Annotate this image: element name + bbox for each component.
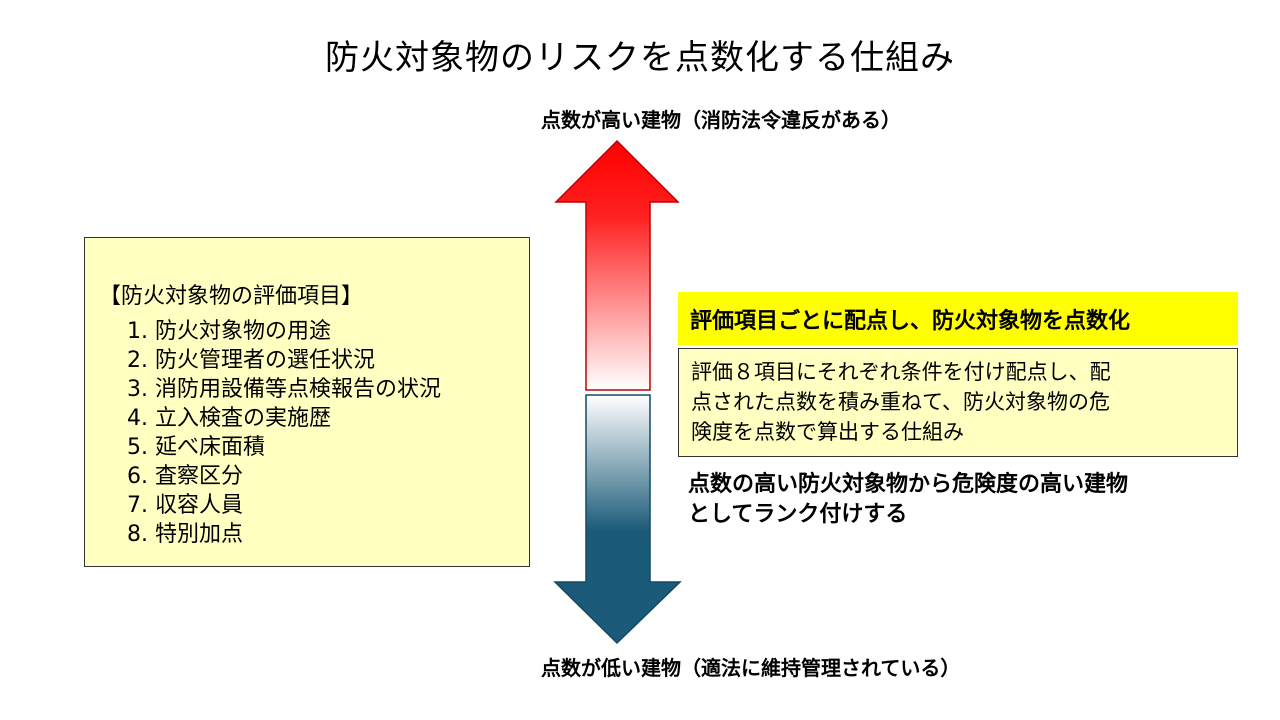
list-item: 6. 査察区分 <box>127 464 243 489</box>
list-item: 3. 消防用設備等点検報告の状況 <box>127 377 441 402</box>
down-arrow <box>553 394 682 645</box>
explanation-line: 評価８項目にそれぞれ条件を付け配点し、配 <box>691 360 1111 384</box>
up-arrow <box>554 139 680 391</box>
criteria-heading: 【防火対象物の評価項目】 <box>99 284 364 309</box>
evaluation-criteria-box: 【防火対象物の評価項目】 1. 防火対象物の用途 2. 防火管理者の選任状況 3… <box>84 237 530 567</box>
ranking-line: 点数の高い防火対象物から危険度の高い建物 <box>688 472 1129 497</box>
low-score-label: 点数が低い建物（適法に維持管理されている） <box>541 656 961 680</box>
criteria-list: 1. 防火対象物の用途 2. 防火管理者の選任状況 3. 消防用設備等点検報告の… <box>105 317 529 549</box>
list-item: 2. 防火管理者の選任状況 <box>127 348 375 373</box>
page-title: 防火対象物のリスクを点数化する仕組み <box>325 38 955 78</box>
explanation-line: 点された点数を積み重ねて、防火対象物の危 <box>691 390 1110 414</box>
list-item: 4. 立入検査の実施歴 <box>127 406 331 431</box>
ranking-text: 点数の高い防火対象物から危険度の高い建物 としてランク付けする <box>688 470 1128 530</box>
explanation-line: 険度を点数で算出する仕組み <box>691 420 964 444</box>
ranking-line: としてランク付けする <box>688 502 908 527</box>
list-item: 1. 防火対象物の用途 <box>127 319 331 344</box>
highlight-heading: 評価項目ごとに配点し、防火対象物を点数化 <box>678 292 1238 345</box>
high-score-label: 点数が高い建物（消防法令違反がある） <box>541 108 901 132</box>
explanation-box: 評価８項目にそれぞれ条件を付け配点し、配 点された点数を積み重ねて、防火対象物の… <box>678 348 1238 457</box>
list-item: 8. 特別加点 <box>127 522 243 547</box>
list-item: 5. 延べ床面積 <box>127 435 265 460</box>
list-item: 7. 収容人員 <box>127 493 243 518</box>
